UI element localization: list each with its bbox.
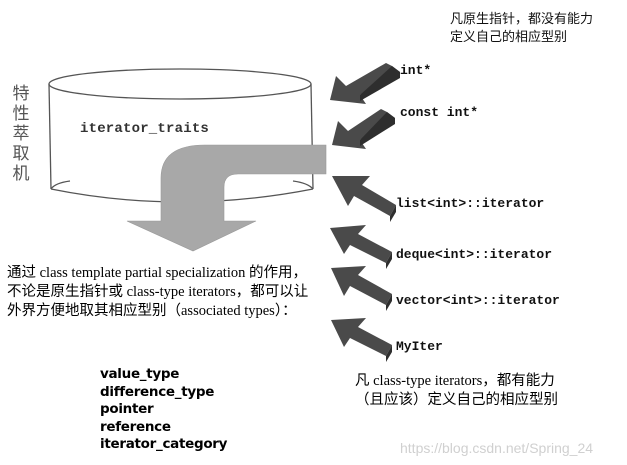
input-arrow-vector-iterator-icon xyxy=(331,266,392,311)
input-label-int-ptr: int* xyxy=(400,63,432,78)
note-line: （且应该）定义自己的相应型别 xyxy=(355,392,558,408)
output-arrow-icon xyxy=(126,144,327,252)
note-line: 凡原生指针，都没有能力 xyxy=(450,12,594,27)
explanation-line: 不论是原生指针或 class-type iterators，都可以让 xyxy=(7,284,309,300)
watermark: https://blog.csdn.net/Spring_24 xyxy=(400,440,594,456)
native-pointer-note: 凡原生指针，都没有能力 定义自己的相应型别 xyxy=(450,11,593,47)
cylinder-label: iterator_traits xyxy=(80,121,210,137)
input-label-list-iterator: list<int>::iterator xyxy=(396,196,545,211)
explanation-line: 外界方便地取其相应型别（associated types）： xyxy=(7,303,297,319)
side-label-char: 取 xyxy=(12,144,30,164)
associated-type-item: difference_type xyxy=(100,383,215,400)
input-arrow-myiter-icon xyxy=(331,318,392,362)
input-label-myiter: MyIter xyxy=(396,339,443,354)
input-arrow-deque-iterator-icon xyxy=(330,225,392,269)
associated-types-list: value_type difference_type pointer refer… xyxy=(100,366,227,454)
associated-type-item: reference xyxy=(100,418,171,435)
note-line: 定义自己的相应型别 xyxy=(450,30,568,45)
explanation-text: 通过 class template partial specialization… xyxy=(7,264,308,321)
side-label-char: 萃 xyxy=(12,124,30,144)
input-arrow-list-iterator-icon xyxy=(332,176,396,222)
side-label-char: 机 xyxy=(12,164,30,184)
input-arrow-int-ptr-icon xyxy=(330,63,400,104)
input-label-deque-iterator: deque<int>::iterator xyxy=(396,247,553,262)
side-label-char: 性 xyxy=(12,104,30,124)
note-line: 凡 class-type iterators，都有能力 xyxy=(355,373,555,389)
class-type-iterator-note: 凡 class-type iterators，都有能力 （且应该）定义自己的相应… xyxy=(355,372,558,410)
side-label-char: 特 xyxy=(12,84,30,104)
associated-type-item: value_type xyxy=(100,366,180,382)
associated-type-item: pointer xyxy=(100,401,154,417)
input-arrow-const-int-ptr-icon xyxy=(332,109,395,149)
input-label-const-int-ptr: const int* xyxy=(400,105,479,120)
associated-type-item: iterator_category xyxy=(100,436,228,452)
side-label-traits-extractor: 特 性 萃 取 机 xyxy=(10,84,32,184)
explanation-line: 通过 class template partial specialization… xyxy=(7,265,307,281)
input-label-vector-iterator: vector<int>::iterator xyxy=(396,293,560,308)
